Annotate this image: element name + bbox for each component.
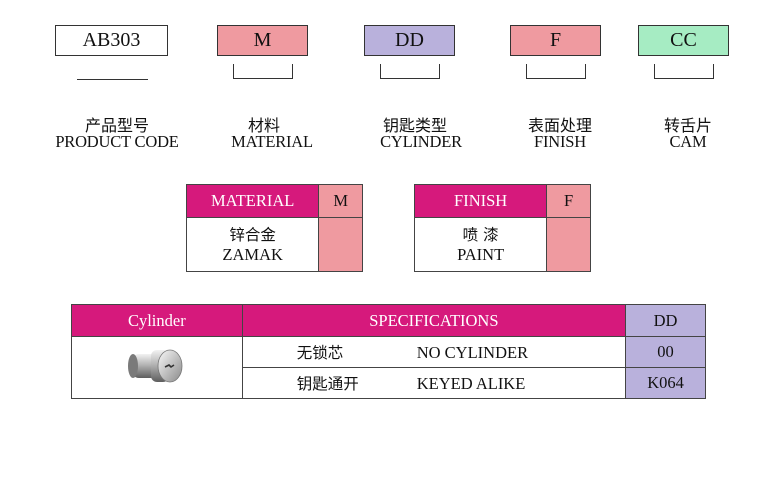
product-code-label-cn: 产品型号 [84,116,149,135]
finish-label-en: FINISH [534,132,586,151]
cylinder-label-en: CYLINDER [380,132,462,151]
finish-table: FINISH F 喷 漆 PAINT [413,184,591,272]
cylinder-table: Cylinder SPECIFICATIONS DD [71,304,706,399]
material-bracket [233,64,293,79]
cylinder-icon [127,349,183,383]
material-label-cn: 材料 [247,116,280,135]
finish-row-label: 喷 漆 PAINT [413,217,548,272]
cylinder-bracket [380,64,440,79]
spec-row-keyed-alike: 钥匙通开 KEYED ALIKE [241,367,627,399]
finish-label-cn: 表面处理 [527,116,592,135]
dd-col-header: DD [625,304,706,337]
finish-bracket [526,64,586,79]
spec-row-2-cn: 钥匙通开 [296,375,359,393]
cam-label-cn: 转舌片 [663,116,712,135]
finish-row-code-cell [546,217,591,272]
cylinder-image-cell [71,336,243,399]
finish-row-en: PAINT [457,244,505,264]
finish-table-code-header: F [546,184,591,218]
cylinder-code-box: DD [364,25,455,56]
material-row-en: ZAMAK [222,244,283,264]
spec-row-2-en: KEYED ALIKE [416,374,526,393]
spec-row-no-cylinder: 无锁芯 NO CYLINDER [241,336,627,368]
material-row-cn: 锌合金 [229,225,276,244]
spec-row-2-code: K064 [625,367,706,399]
material-label-en: MATERIAL [231,132,313,151]
spec-row-1-cn: 无锁芯 [296,344,344,362]
spec-row-1-en: NO CYLINDER [416,343,529,362]
finish-row-cn: 喷 漆 [462,225,499,244]
cylinder-label-cn: 钥匙类型 [382,116,447,135]
material-row-code-cell [318,217,363,272]
material-row-label: 锌合金 ZAMAK [185,217,320,272]
specifications-col-header: SPECIFICATIONS [241,304,627,337]
finish-table-header: FINISH [413,184,548,218]
material-table-code-header: M [318,184,363,218]
finish-code-box: F [510,25,601,56]
cylinder-col-header: Cylinder [71,304,243,337]
material-code-box: M [217,25,308,56]
material-table: MATERIAL M 锌合金 ZAMAK [185,184,363,272]
cam-label-en: CAM [669,132,707,151]
cam-code-box: CC [638,25,729,56]
product-code-box: AB303 [55,25,168,56]
cam-bracket [654,64,714,79]
material-table-header: MATERIAL [185,184,320,218]
spec-row-1-code: 00 [625,336,706,368]
product-code-label-en: PRODUCT CODE [55,132,179,151]
product-code-line [77,79,148,80]
